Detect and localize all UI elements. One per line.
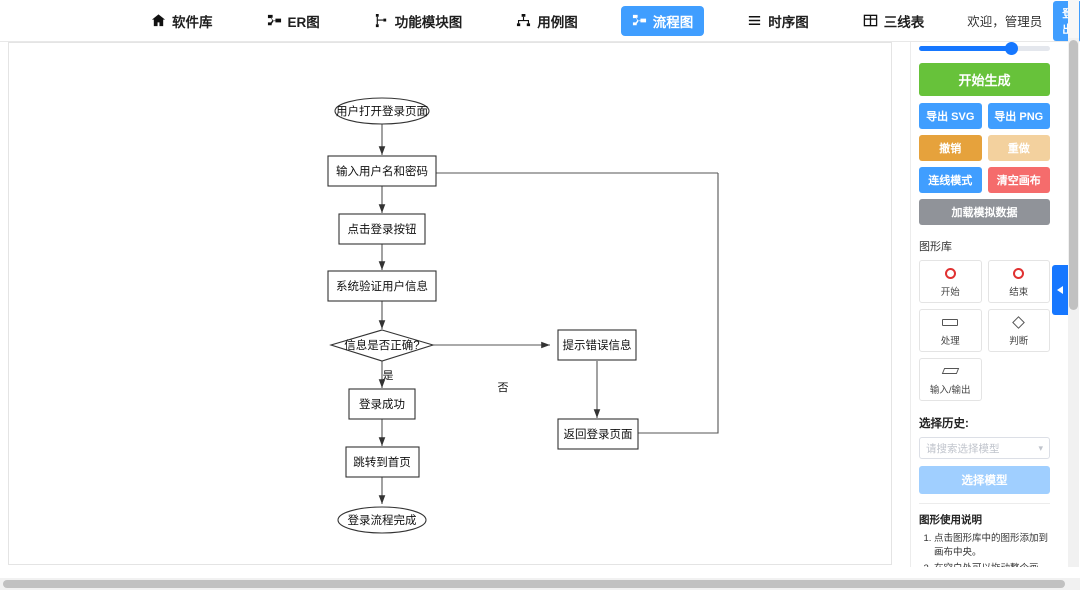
nav-user-area: 欢迎，管理员 登出 <box>967 0 1080 41</box>
shape-item-label: 结束 <box>1009 286 1029 298</box>
nav-item-label: 用例图 <box>537 14 578 30</box>
vertical-scrollbar[interactable] <box>1068 38 1079 567</box>
export-png-button[interactable]: 导出 PNG <box>987 103 1050 129</box>
welcome-text: 欢迎，管理员 <box>967 15 1043 29</box>
nav-item-function-module[interactable]: 功能模块图 <box>363 6 474 36</box>
history-label: 选择历史: <box>919 418 969 430</box>
start-generate-button[interactable]: 开始生成 <box>919 63 1050 96</box>
nav-item-three-line-table[interactable]: 三线表 <box>852 6 936 36</box>
shape-item-label: 处理 <box>940 335 960 347</box>
circle-icon <box>944 266 956 281</box>
nav-item-label: ER图 <box>287 14 320 30</box>
edge-label-yes: 是 <box>383 369 394 382</box>
nav-item-sequence[interactable]: 时序图 <box>736 6 820 36</box>
zoom-slider[interactable] <box>919 41 1050 55</box>
chevron-left-icon <box>1057 286 1063 294</box>
undo-button[interactable]: 撤销 <box>919 135 982 161</box>
vertical-scrollbar-thumb[interactable] <box>1069 40 1078 310</box>
flow-node-label: 返回登录页面 <box>564 427 633 441</box>
shape-item-process[interactable]: 处理 <box>919 309 982 352</box>
shape-item-input-output[interactable]: 输入/输出 <box>919 358 982 401</box>
shape-item-label: 输入/输出 <box>929 384 971 396</box>
sequence-icon <box>747 13 762 28</box>
right-tool-panel: 开始生成 导出 SVG 导出 PNG 撤销 重做 连线模式 清空画布 加载模拟数… <box>910 38 1058 567</box>
connect-mode-button[interactable]: 连线模式 <box>919 167 982 193</box>
er-diagram-icon <box>267 13 282 28</box>
flowchart-icon <box>632 13 647 28</box>
clear-canvas-button[interactable]: 清空画布 <box>987 167 1050 193</box>
load-mock-data-button[interactable]: 加载模拟数据 <box>919 199 1050 225</box>
panel-divider <box>919 503 1050 504</box>
edge-label-no: 否 <box>498 382 509 394</box>
scrollbar-top-cap <box>1068 0 1079 38</box>
shape-library-title: 图形库 <box>919 241 952 253</box>
shape-item-decision[interactable]: 判断 <box>987 309 1050 352</box>
diamond-icon <box>1012 315 1026 330</box>
circle-icon <box>1013 266 1025 281</box>
flow-node-process-verify[interactable] <box>327 270 437 302</box>
flow-node-process-go-home[interactable] <box>345 446 420 478</box>
action-button-grid: 导出 SVG 导出 PNG 撤销 重做 连线模式 清空画布 <box>919 103 1050 193</box>
flow-node-label: 信息是否正确? <box>344 338 419 352</box>
chevron-down-icon: ▾ <box>1038 442 1043 453</box>
nav-item-label: 流程图 <box>652 14 694 30</box>
flowchart-canvas[interactable]: 用户打开登录页面 输入用户名和密码 点击登录按钮 系统验证用户信息 信息是否正确… <box>8 42 892 565</box>
redo-button[interactable]: 重做 <box>987 135 1050 161</box>
horizontal-scrollbar-thumb[interactable] <box>3 580 1065 588</box>
flow-node-label: 点击登录按钮 <box>348 222 417 236</box>
nav-item-label: 软件库 <box>172 14 213 30</box>
flowchart-svg[interactable]: 用户打开登录页面 输入用户名和密码 点击登录按钮 系统验证用户信息 信息是否正确… <box>9 43 892 565</box>
horizontal-scrollbar[interactable] <box>0 578 1080 590</box>
select-model-button[interactable]: 选择模型 <box>919 466 1050 494</box>
flow-node-process-login-success[interactable] <box>348 388 416 420</box>
flow-node-label: 提示错误信息 <box>563 338 632 352</box>
zoom-slider-fill <box>919 45 1011 51</box>
nav-item-flowchart[interactable]: 流程图 <box>620 5 705 36</box>
help-item: 在空白处可以拖动整个画布，在图形上可以拖动图形。 <box>934 562 1050 567</box>
shape-library-grid: 开始 结束 处理 判断 输入/输出 <box>919 260 1050 401</box>
shape-item-start[interactable]: 开始 <box>919 260 982 303</box>
help-item: 点击图形库中的图形添加到画布中央。 <box>934 532 1050 560</box>
shape-item-end[interactable]: 结束 <box>987 260 1050 303</box>
nav-item-software-library[interactable]: 软件库 <box>140 6 224 36</box>
nav-item-list: 软件库 ER图 功能模块图 用例图 流程图 <box>140 5 967 36</box>
model-select-input[interactable]: 请搜索选择模型 ▾ <box>919 437 1050 459</box>
flow-node-process-input-credentials[interactable] <box>327 155 437 187</box>
zoom-slider-row <box>919 38 1050 56</box>
flow-node-process-back-to-login[interactable] <box>557 418 639 450</box>
flow-node-label: 用户打开登录页面 <box>336 104 428 118</box>
help-list: 点击图形库中的图形添加到画布中央。 在空白处可以拖动整个画布，在图形上可以拖动图… <box>919 532 1050 567</box>
flow-node-terminator-start[interactable] <box>334 97 430 125</box>
nav-item-label: 三线表 <box>883 14 925 30</box>
nav-item-label: 时序图 <box>768 14 809 30</box>
shape-item-label: 开始 <box>940 286 960 298</box>
nav-item-er-diagram[interactable]: ER图 <box>256 6 331 36</box>
flow-node-label: 跳转到首页 <box>353 455 411 469</box>
flow-node-label: 登录流程完成 <box>348 513 417 527</box>
parallelogram-icon <box>941 364 959 379</box>
flow-node-decision-is-valid[interactable] <box>329 329 435 362</box>
table-icon <box>863 13 878 28</box>
flow-node-terminator-end[interactable] <box>337 506 427 534</box>
flow-node-label: 输入用户名和密码 <box>336 164 428 178</box>
flow-node-process-click-login[interactable] <box>338 213 426 245</box>
export-svg-button[interactable]: 导出 SVG <box>919 103 982 129</box>
shape-item-label: 判断 <box>1009 335 1029 347</box>
rectangle-icon <box>942 315 959 330</box>
home-icon <box>151 13 166 28</box>
nav-item-usecase[interactable]: 用例图 <box>505 6 589 36</box>
module-tree-icon <box>374 13 389 28</box>
panel-collapse-button[interactable] <box>1052 265 1068 315</box>
model-select-placeholder: 请搜索选择模型 <box>926 442 1000 455</box>
top-navbar: 软件库 ER图 功能模块图 用例图 流程图 <box>0 0 1080 42</box>
help-title: 图形使用说明 <box>919 514 982 526</box>
nav-item-label: 功能模块图 <box>394 14 463 30</box>
flow-node-label: 登录成功 <box>359 397 405 411</box>
flow-node-process-show-error[interactable] <box>557 329 637 361</box>
usecase-icon <box>516 13 531 28</box>
zoom-slider-knob[interactable] <box>1004 41 1018 55</box>
flow-node-label: 系统验证用户信息 <box>336 279 428 293</box>
